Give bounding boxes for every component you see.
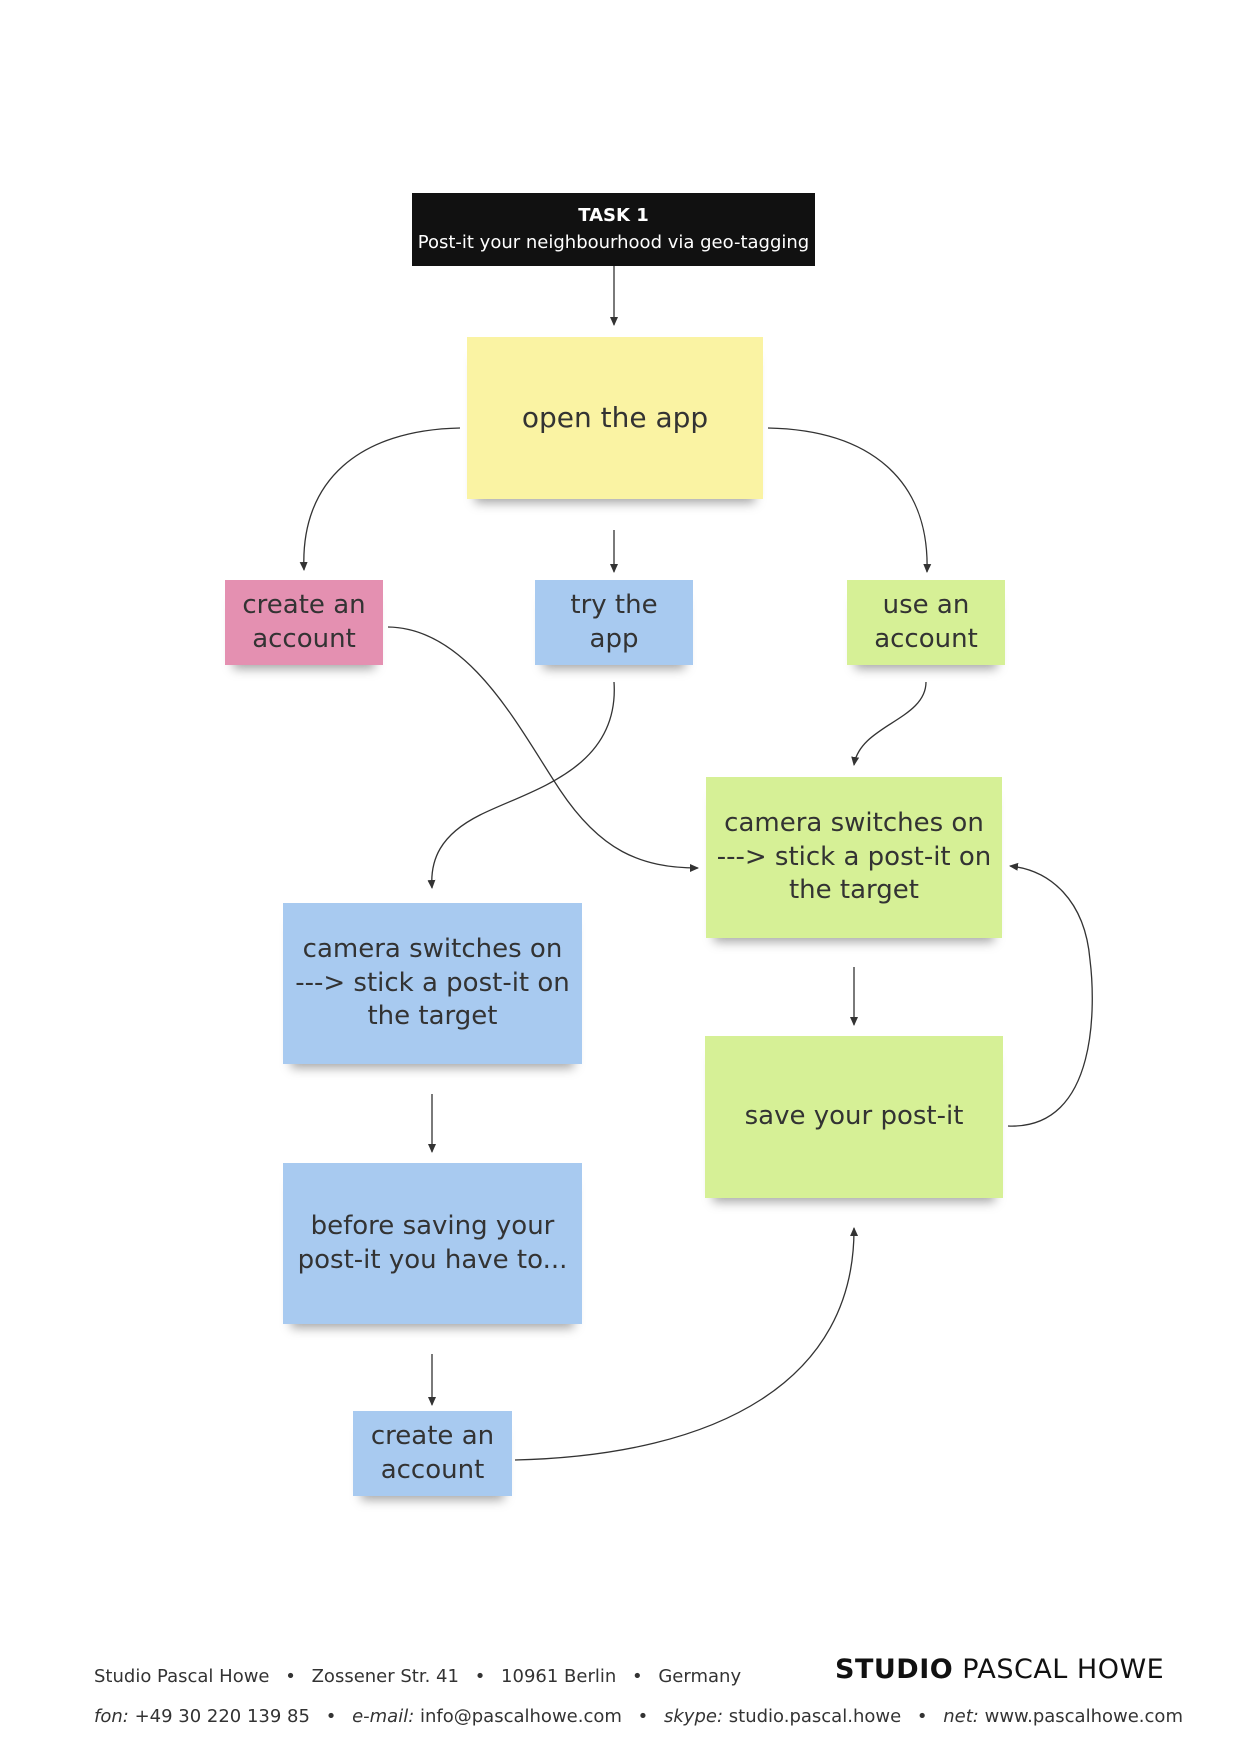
note-before-saving-label: before saving your post-it you have to..… xyxy=(297,1210,568,1275)
note-try-the-app-label: try the app xyxy=(570,589,658,654)
footer-net-label: net: xyxy=(943,1706,979,1727)
footer-contact-line: fon: +49 30 220 139 85 • e-mail: info@pa… xyxy=(94,1706,1183,1727)
footer-skype-label: skype: xyxy=(664,1706,724,1727)
arrow-try-app-to-camera-blue xyxy=(427,681,615,889)
note-camera-blue: camera switches on ---> stick a post-it … xyxy=(283,903,582,1064)
footer-separator: • xyxy=(632,1666,643,1687)
footer-separator: • xyxy=(325,1706,337,1727)
note-camera-green-label: camera switches on ---> stick a post-it … xyxy=(716,807,992,906)
footer-separator: • xyxy=(474,1666,486,1687)
note-open-the-app-label: open the app xyxy=(521,400,709,434)
footer-separator: • xyxy=(916,1706,928,1727)
note-use-an-account-label: use an account xyxy=(874,589,978,654)
note-create-account-top: create an account xyxy=(225,580,383,665)
note-create-account-bottom-label: create an account xyxy=(370,1420,495,1485)
footer-street: Zossener Str. 41 xyxy=(311,1666,459,1687)
task-title: TASK 1 xyxy=(578,205,649,227)
studio-logo: STUDIO PASCAL HOWE xyxy=(835,1654,1164,1685)
note-camera-green: camera switches on ---> stick a post-it … xyxy=(706,777,1002,938)
task-subtitle: Post-it your neighbourhood via geo-taggi… xyxy=(417,231,810,253)
arrow-open-app-to-create-account xyxy=(299,427,461,571)
footer-separator: • xyxy=(637,1706,649,1727)
footer-separator: • xyxy=(285,1666,296,1687)
note-camera-blue-label: camera switches on ---> stick a post-it … xyxy=(295,933,570,1032)
arrow-create-account-to-save xyxy=(514,1227,859,1461)
task-header: TASK 1 Post-it your neighbourhood via ge… xyxy=(412,193,815,266)
footer-studio-name: Studio Pascal Howe xyxy=(94,1666,270,1687)
footer-address-line: Studio Pascal Howe • Zossener Str. 41 • … xyxy=(94,1666,741,1687)
footer-email-label: e-mail: xyxy=(352,1706,415,1727)
note-use-an-account: use an account xyxy=(847,580,1005,665)
arrow-create-account-to-camera-green xyxy=(387,626,699,872)
footer-skype: studio.pascal.howe xyxy=(728,1706,902,1727)
note-save-your-post-it-label: save your post-it xyxy=(744,1101,964,1132)
note-try-the-app: try the app xyxy=(535,580,693,665)
footer-city: 10961 Berlin xyxy=(501,1666,617,1687)
studio-logo-light: PASCAL HOWE xyxy=(962,1654,1165,1685)
note-save-your-post-it: save your post-it xyxy=(705,1036,1003,1198)
arrow-save-loop-back xyxy=(1007,862,1093,1127)
arrow-use-account-to-camera-green xyxy=(851,681,927,766)
arrow-open-app-to-use-account xyxy=(767,427,932,573)
note-open-the-app: open the app xyxy=(467,337,763,499)
footer-fon: +49 30 220 139 85 xyxy=(134,1706,310,1727)
footer-country: Germany xyxy=(658,1666,742,1687)
note-create-account-bottom: create an account xyxy=(353,1411,512,1496)
footer-fon-label: fon: xyxy=(94,1706,129,1727)
footer-email[interactable]: info@pascalhowe.com xyxy=(420,1706,622,1727)
note-create-account-top-label: create an account xyxy=(242,589,366,654)
studio-logo-bold: STUDIO xyxy=(835,1654,954,1685)
note-before-saving: before saving your post-it you have to..… xyxy=(283,1163,582,1324)
footer-website[interactable]: www.pascalhowe.com xyxy=(984,1706,1183,1727)
